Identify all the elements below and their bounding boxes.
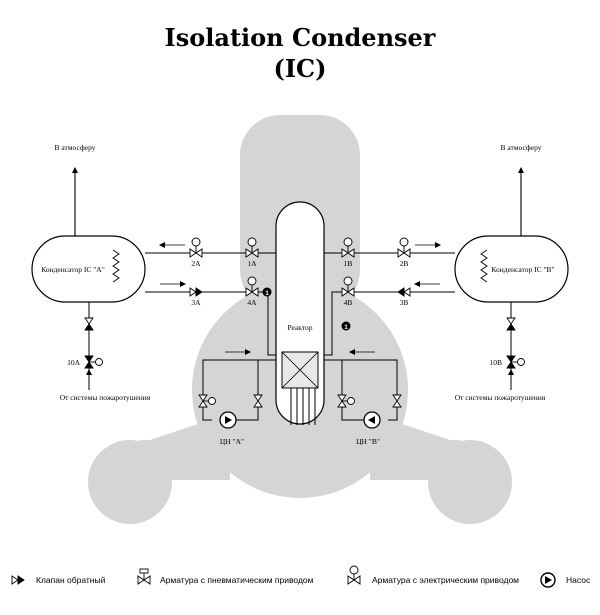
legend-electric-valve-label: Арматура с электрическим приводом [372, 575, 519, 585]
valve-label-3a: 3A [191, 298, 201, 307]
diagram-title-line2: (IC) [273, 54, 327, 83]
legend-pump-icon [540, 572, 556, 588]
legend-pneumatic-valve-icon [137, 568, 151, 585]
pump-a-label: ЦН "A" [220, 437, 244, 446]
valve-1a[interactable] [245, 237, 259, 258]
condenser-b-label: Конденсатор IC "B" [491, 265, 554, 274]
condenser-b: Конденсатор IC "B" [454, 235, 569, 303]
valve-label-2b: 2B [400, 259, 409, 268]
fire-system-label-left: От системы пожаротушения [60, 393, 151, 402]
valve-2a[interactable] [189, 237, 203, 258]
marker-1-upper: 1 [262, 287, 272, 297]
reactor-label: Реактор [287, 323, 312, 332]
reactor-vessel [275, 201, 325, 425]
fire-system-label-right: От системы пожаротушения [455, 393, 546, 402]
legend-electric-valve-icon [347, 565, 361, 585]
valve-label-4a: 4A [247, 298, 257, 307]
valve-loop-b-left[interactable] [337, 394, 355, 408]
check-valve-cond-b-drain[interactable] [506, 317, 516, 331]
valve-4a[interactable] [245, 276, 259, 297]
vent-left-label: В атмосферу [55, 143, 96, 152]
valve-label-3b: 3B [400, 298, 409, 307]
valve-label-10a: 10A [67, 358, 81, 367]
legend-pneumatic-valve-label: Арматура с пневматическим приводом [160, 575, 314, 585]
valve-label-1a: 1A [247, 259, 257, 268]
valve-loop-a-right[interactable] [253, 394, 263, 408]
condenser-a: Конденсатор IC "A" [31, 235, 146, 303]
condenser-a-label: Конденсатор IC "A" [41, 265, 105, 274]
valve-4b[interactable] [341, 276, 355, 297]
check-valve-cond-a-drain[interactable] [84, 317, 94, 331]
valve-2b[interactable] [397, 237, 411, 258]
check-valve-3b[interactable] [397, 287, 411, 297]
legend-pump-label: Насос [566, 575, 591, 585]
valve-loop-a-left[interactable] [198, 394, 216, 408]
valve-label-2a: 2A [191, 259, 201, 268]
pump-a[interactable] [219, 411, 237, 429]
pump-b-label: ЦН "B" [356, 437, 380, 446]
legend-check-valve-icon [11, 575, 25, 585]
marker-1-upper-text: 1 [265, 290, 269, 297]
vent-right-label: В атмосферу [501, 143, 542, 152]
valve-label-10b: 10B [489, 358, 502, 367]
valve-label-1b: 1B [344, 259, 353, 268]
valve-10b[interactable] [506, 355, 525, 369]
valve-10a[interactable] [84, 355, 103, 369]
marker-1-lower-text: 1 [344, 324, 348, 331]
pump-b[interactable] [363, 411, 381, 429]
flow-arrows [86, 242, 514, 380]
marker-1-lower: 1 [341, 321, 351, 331]
legend-check-valve-label: Клапан обратный [36, 575, 106, 585]
diagram-title-line1: Isolation Condenser [164, 23, 436, 52]
reactor-core [281, 351, 319, 425]
valve-label-4b: 4B [344, 298, 353, 307]
valve-1b[interactable] [341, 237, 355, 258]
check-valve-3a[interactable] [189, 287, 203, 297]
legend: Клапан обратный Арматура с пневматически… [11, 565, 591, 588]
valve-loop-b-right[interactable] [392, 394, 402, 408]
